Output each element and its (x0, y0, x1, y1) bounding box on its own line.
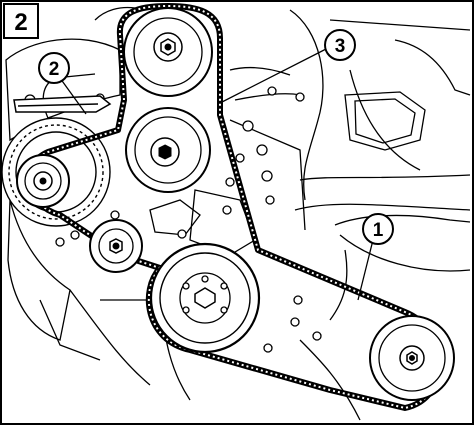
crankshaft-pulley (149, 242, 261, 354)
lower-idler-pulley (89, 219, 143, 273)
ac-compressor-pulley (369, 315, 455, 401)
figure-number-box: 2 (3, 3, 39, 39)
top-idler-pulley (123, 7, 213, 97)
callout-3-label: 3 (335, 36, 346, 57)
callout-1: 1 (362, 213, 394, 245)
tensioner-pulley (125, 107, 211, 193)
alternator-bracket (13, 95, 112, 113)
callout-2-label: 2 (49, 59, 60, 80)
callout-1-label: 1 (373, 220, 384, 241)
callout-3: 3 (324, 29, 356, 61)
alternator-pulley (16, 154, 70, 208)
figure-number: 2 (14, 9, 27, 36)
callout-2: 2 (38, 52, 70, 84)
